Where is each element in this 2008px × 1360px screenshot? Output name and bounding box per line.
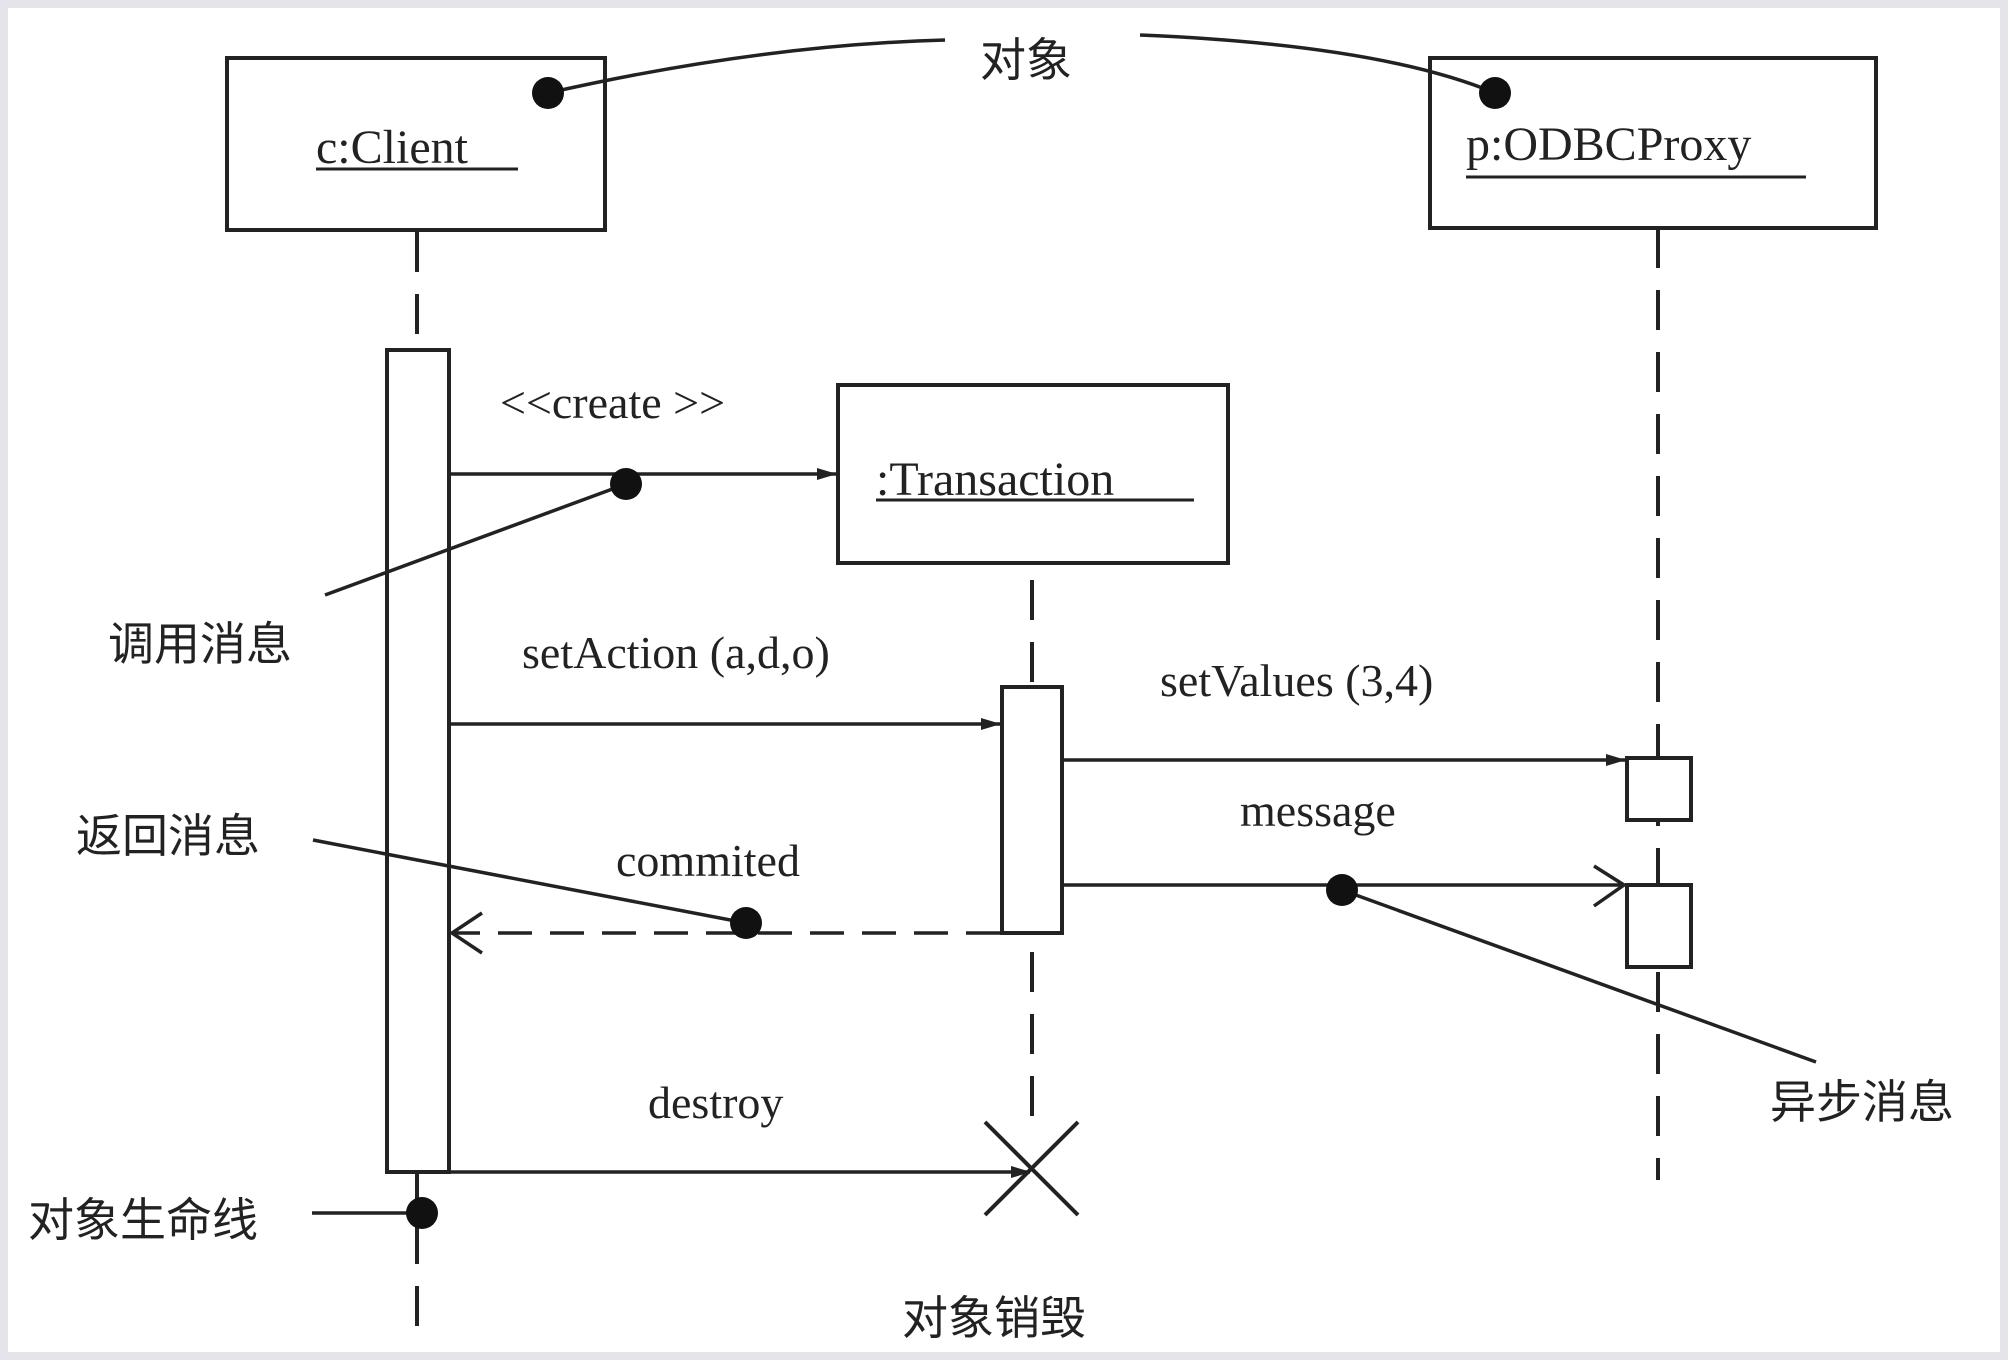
object-callout-label: 对象 bbox=[980, 33, 1072, 87]
set-action-label: setAction (a,d,o) bbox=[522, 627, 830, 678]
lifeline-callout-label: 对象生命线 bbox=[28, 1193, 258, 1247]
destroy-message-label: destroy bbox=[648, 1077, 783, 1128]
transaction-activation bbox=[1000, 685, 1064, 935]
return-message-label: commited bbox=[616, 835, 800, 886]
client-object-name: c:Client bbox=[316, 121, 469, 174]
proxy-activation-1 bbox=[1625, 756, 1693, 822]
async-message-arrowhead bbox=[1592, 864, 1628, 908]
return-message-callout-label: 返回消息 bbox=[76, 809, 260, 863]
proxy-object-name: p:ODBCProxy bbox=[1466, 118, 1751, 171]
return-message-arrowhead bbox=[448, 911, 483, 955]
object-callout-leaders bbox=[532, 33, 1511, 109]
async-message-label: message bbox=[1240, 785, 1396, 836]
return-message-leader bbox=[312, 838, 762, 939]
call-message-callout-label: 调用消息 bbox=[108, 617, 292, 671]
async-message-callout-label: 异步消息 bbox=[1770, 1075, 1954, 1129]
async-message-leader bbox=[1326, 874, 1817, 1064]
transaction-object-name: :Transaction bbox=[876, 453, 1114, 506]
transaction-object: :Transaction bbox=[836, 383, 1230, 565]
lifeline-leader bbox=[312, 1197, 438, 1229]
proxy-activation-2 bbox=[1625, 883, 1693, 969]
destroy-object-callout-label: 对象销毁 bbox=[902, 1291, 1086, 1345]
client-activation bbox=[385, 348, 451, 1174]
call-message-leader bbox=[324, 468, 642, 597]
create-message-label: <<create >> bbox=[500, 377, 725, 428]
set-values-label: setValues (3,4) bbox=[1160, 655, 1433, 706]
destroy-x-mark bbox=[983, 1120, 1080, 1217]
